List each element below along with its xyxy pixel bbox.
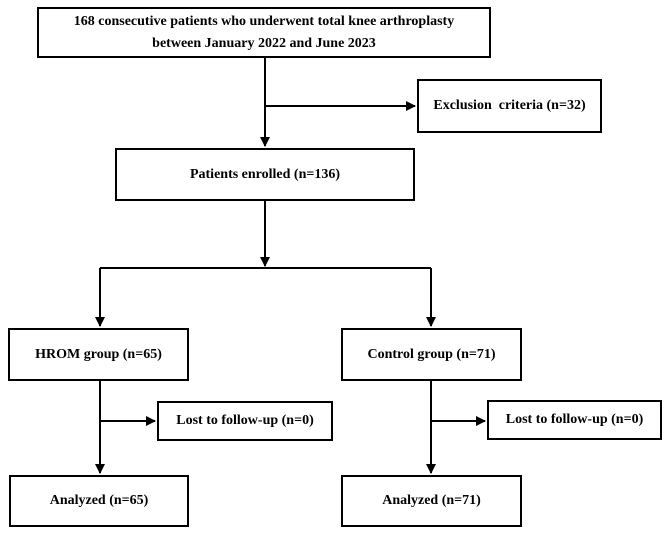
- enrolled-label: Patients enrolled (n=136): [189, 166, 341, 182]
- exclusion-label: Exclusion criteria (n=32): [433, 98, 586, 114]
- analyzed-right-label: Analyzed (n=71): [382, 493, 481, 509]
- analyzed-left-box: Analyzed (n=65): [9, 475, 189, 527]
- lost-followup-right-label: Lost to follow-up (n=0): [505, 412, 644, 428]
- analyzed-left-label: Analyzed (n=65): [49, 493, 149, 509]
- exclusion-box: Exclusion criteria (n=32): [417, 79, 602, 133]
- lost-followup-left-box: Lost to follow-up (n=0): [157, 401, 333, 441]
- control-group-box: Control group (n=71): [341, 328, 522, 381]
- control-group-label: Control group (n=71): [367, 346, 496, 362]
- hrom-group-box: HROM group (n=65): [8, 328, 189, 381]
- hrom-group-label: HROM group (n=65): [35, 346, 162, 362]
- start-line-1: 168 consecutive patients who underwent t…: [73, 13, 455, 29]
- enrolled-box: Patients enrolled (n=136): [115, 148, 415, 201]
- start-box: 168 consecutive patients who underwent t…: [37, 7, 491, 58]
- lost-followup-left-label: Lost to follow-up (n=0): [176, 413, 314, 429]
- lost-followup-right-box: Lost to follow-up (n=0): [487, 400, 662, 440]
- analyzed-right-box: Analyzed (n=71): [341, 475, 522, 527]
- start-line-2: between January 2022 and June 2023: [152, 35, 376, 51]
